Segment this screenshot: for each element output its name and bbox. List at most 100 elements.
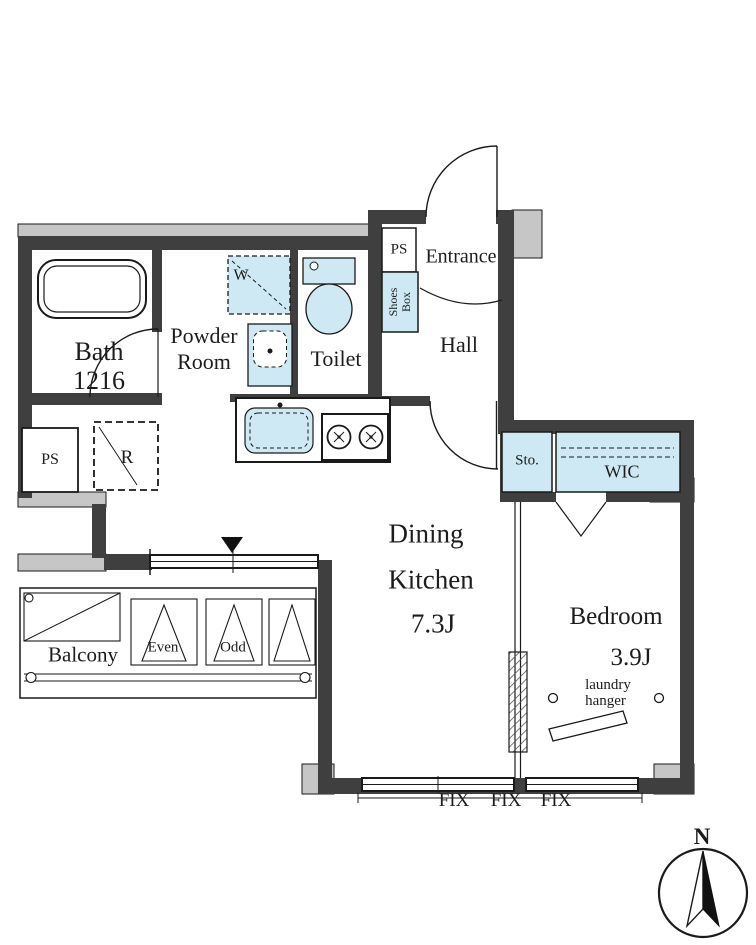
powder-room-line1: Powder xyxy=(170,323,238,348)
pipe-space-top-box xyxy=(381,227,417,273)
powder-room-label: Powder Room xyxy=(170,323,237,375)
wall-under-storage xyxy=(500,492,556,502)
wall-hall-right xyxy=(498,210,514,434)
storage-box xyxy=(501,431,553,493)
toilet-fixtures xyxy=(302,257,356,335)
wall-dk-left xyxy=(318,560,332,792)
vanity-faucet xyxy=(267,348,273,354)
laundry-hanger-line2: hanger xyxy=(585,693,626,709)
fix-label-1: FIX xyxy=(438,790,470,811)
wall-right-outer xyxy=(680,420,694,794)
balcony-drain-top xyxy=(24,593,34,603)
doors xyxy=(89,145,607,538)
toilet-tank xyxy=(302,257,356,285)
shoes-box xyxy=(381,271,419,333)
compass-needle-black xyxy=(702,850,720,928)
powder-room-fixtures xyxy=(227,255,293,387)
shoes-box-line2: Box xyxy=(399,291,413,313)
dk-bedroom-partition xyxy=(508,502,528,778)
burner-left xyxy=(326,424,352,450)
ps-left-label: PS xyxy=(41,451,59,468)
wall-bath-powder-divider xyxy=(152,250,162,332)
north-label: N xyxy=(693,824,711,849)
kitchen-faucet xyxy=(277,402,283,408)
stove xyxy=(321,413,389,461)
wall-bath-bottom xyxy=(18,393,162,405)
washing-machine-diagonal xyxy=(231,260,287,310)
wall-entrance-top-left xyxy=(368,210,426,224)
wic-box xyxy=(555,431,681,493)
column-entrance-right xyxy=(511,209,543,259)
ac-unit-pad xyxy=(23,592,121,642)
bedroom-label: Bedroom xyxy=(569,603,663,630)
ac-unit-diagonal xyxy=(23,592,121,642)
partition-board-even-triangle xyxy=(141,603,187,662)
balcony-label: Balcony xyxy=(48,642,118,667)
partition-board-third-triangle xyxy=(273,603,311,662)
fix-label-2: FIX xyxy=(490,790,522,811)
balcony-group xyxy=(19,587,317,699)
hall-label: Hall xyxy=(440,332,478,357)
bath-size-label: 1216 xyxy=(73,366,125,395)
kitchen-label: Kitchen xyxy=(388,564,474,595)
compass-icon xyxy=(657,847,749,939)
partition-board-odd-triangle xyxy=(213,603,255,662)
fridge-space-diagonal xyxy=(98,426,138,486)
balcony-drain-left xyxy=(25,671,37,684)
wic-folding-door xyxy=(555,501,607,538)
kitchen-sink xyxy=(244,407,314,454)
pipe-space-left-box xyxy=(21,427,79,493)
even-label: Even xyxy=(147,639,179,656)
laundry-hanger-label: laundry hanger xyxy=(585,677,631,709)
fix-label-3: FIX xyxy=(540,790,572,811)
storage-label: Sto. xyxy=(515,452,539,469)
laundry-hook-left xyxy=(547,692,559,704)
bedroom-size-label: 3.9J xyxy=(610,644,652,671)
bathtub xyxy=(37,259,147,319)
wall-window-left xyxy=(104,554,152,570)
odd-label: Odd xyxy=(220,639,246,656)
bath-door-arc xyxy=(89,328,159,398)
dining-kitchen-size-label: 7.3J xyxy=(410,608,456,639)
balcony-outline xyxy=(19,587,317,699)
dining-label: Dining xyxy=(388,518,464,549)
ps-top-label: PS xyxy=(390,241,408,258)
powder-room-line2: Room xyxy=(177,349,231,374)
wall-toilet-right xyxy=(368,210,382,404)
balcony-drain-right xyxy=(299,671,311,684)
direction-triangle-icon xyxy=(221,537,243,553)
entrance-door-arc xyxy=(425,145,498,218)
genkan-step-line xyxy=(419,287,503,305)
laundry-hanger-line1: laundry xyxy=(585,677,631,693)
bedroom-items xyxy=(547,692,665,742)
partition-board-even-box xyxy=(130,598,198,666)
service-boxes xyxy=(21,227,681,493)
wall-top-main xyxy=(18,236,370,250)
entrance-label: Entrance xyxy=(425,245,497,268)
kitchen-fixtures xyxy=(93,397,391,491)
kitchen-sink-inner xyxy=(249,412,309,449)
toilet-bowl xyxy=(305,283,353,335)
toilet-tank-faucet xyxy=(309,261,319,271)
sliding-door xyxy=(508,651,528,753)
wall-hall-bottom-stub xyxy=(368,396,430,406)
shoes-box-label: Shoes Box xyxy=(386,288,413,317)
partition-board-third-box xyxy=(268,598,316,666)
wall-toilet-left xyxy=(290,250,298,396)
laundry-hook-right xyxy=(653,692,665,704)
column-top-strip xyxy=(17,223,371,238)
wall-under-wic xyxy=(606,492,694,502)
wall-left-connector xyxy=(92,504,106,558)
bathtub-inner xyxy=(43,265,141,313)
windows xyxy=(149,549,643,803)
bath-fixtures xyxy=(37,259,147,319)
wic-label: WIC xyxy=(604,461,640,482)
hall-dk-door-arc xyxy=(429,400,499,470)
bath-label: Bath xyxy=(74,337,124,366)
wall-wic-top xyxy=(514,420,694,434)
partition-board-odd-box xyxy=(205,598,263,666)
toilet-label: Toilet xyxy=(310,346,362,371)
washer-label: W xyxy=(233,267,249,284)
burner-right xyxy=(358,424,384,450)
